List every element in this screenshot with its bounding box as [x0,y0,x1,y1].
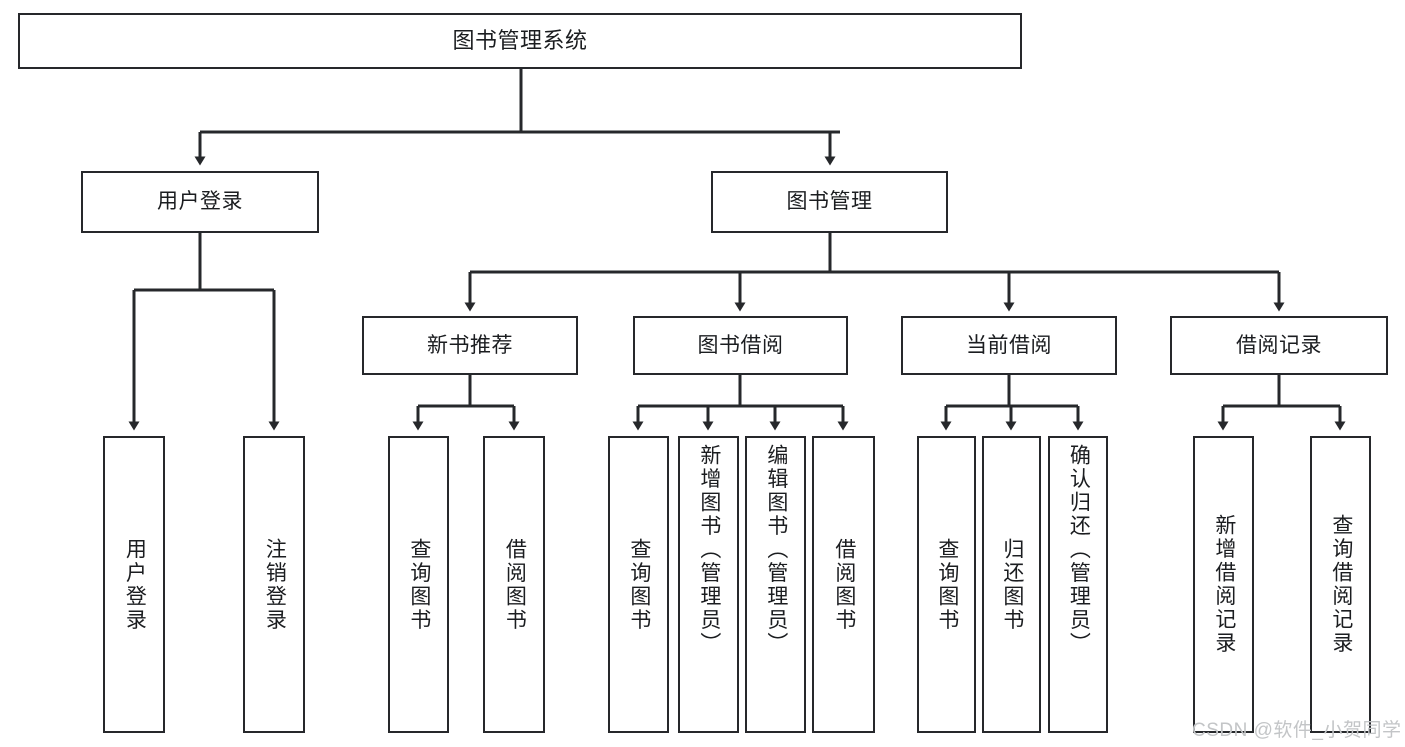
leaf-return-book[interactable]: 归还图书 [982,436,1041,733]
node-label: 图书管理系统 [452,27,588,53]
watermark-text: CSDN @软件_小贺同学 [1192,720,1402,741]
leaf-add-book-admin[interactable]: 新增图书（管理员） [678,436,739,733]
leaf-label: 查询图书 [935,537,959,632]
leaf-label: 查询图书 [407,537,431,632]
leaf-label: 新增借阅记录 [1212,514,1236,655]
node-root-book-management-system[interactable]: 图书管理系统 [18,13,1022,69]
leaf-label: 查询图书 [627,537,651,632]
node-book-borrow[interactable]: 图书借阅 [633,316,848,375]
leaf-label: 查询借阅记录 [1329,514,1353,655]
leaf-label: 注销登录 [263,537,287,632]
leaf-borrow-book[interactable]: 借阅图书 [812,436,875,733]
leaf-label: 归还图书 [1000,537,1024,632]
node-current-borrow[interactable]: 当前借阅 [901,316,1117,375]
node-book-management[interactable]: 图书管理 [711,171,948,233]
leaf-confirm-return-admin[interactable]: 确认归还（管理员） [1048,436,1108,733]
leaf-edit-book-admin[interactable]: 编辑图书（管理员） [745,436,806,733]
node-label: 当前借阅 [966,333,1052,357]
node-borrow-record[interactable]: 借阅记录 [1170,316,1388,375]
leaf-label: 新增图书（管理员） [697,444,721,656]
node-label: 新书推荐 [427,333,513,357]
leaf-borrow-book-recommend[interactable]: 借阅图书 [483,436,545,733]
leaf-label: 用户登录 [123,537,147,632]
leaf-logout-login[interactable]: 注销登录 [243,436,305,733]
leaf-query-borrow-record[interactable]: 查询借阅记录 [1310,436,1371,733]
node-label: 用户登录 [157,190,243,214]
leaf-label: 借阅图书 [503,537,527,632]
leaf-query-book-current[interactable]: 查询图书 [917,436,976,733]
leaf-user-login[interactable]: 用户登录 [103,436,165,733]
leaf-label: 确认归还（管理员） [1067,444,1091,656]
node-label: 图书管理 [786,190,873,214]
node-new-book-recommend[interactable]: 新书推荐 [362,316,578,375]
leaf-query-book-borrow[interactable]: 查询图书 [608,436,669,733]
leaf-add-borrow-record[interactable]: 新增借阅记录 [1193,436,1254,733]
node-user-login[interactable]: 用户登录 [81,171,319,233]
node-label: 借阅记录 [1236,333,1322,357]
leaf-query-book-recommend[interactable]: 查询图书 [388,436,449,733]
leaf-label: 编辑图书（管理员） [764,444,788,656]
node-label: 图书借阅 [697,333,784,357]
leaf-label: 借阅图书 [832,537,856,632]
